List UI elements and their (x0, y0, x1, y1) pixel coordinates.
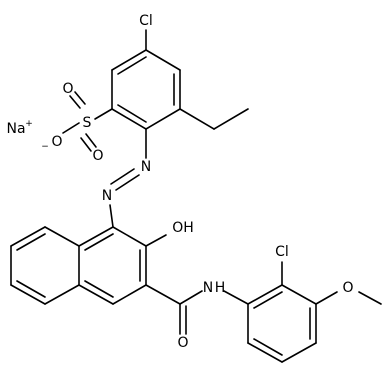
bond (253, 291, 283, 309)
bond (179, 108, 215, 130)
bond (213, 108, 249, 130)
bond (94, 108, 113, 120)
bond (247, 342, 283, 363)
bond (281, 342, 317, 363)
label-n-azo-1: N (141, 159, 151, 175)
bond (315, 291, 338, 305)
label-nh-amide-h: H (215, 280, 226, 296)
bond (78, 226, 114, 247)
bond (145, 284, 181, 305)
bond (111, 49, 147, 71)
bond (358, 291, 382, 305)
label-counterion: Na (6, 121, 25, 137)
bond (84, 280, 114, 298)
bond (112, 226, 147, 247)
label-cl-top: Cl (139, 13, 153, 29)
label-counterion-charge: + (25, 119, 33, 129)
bond (109, 204, 114, 228)
bond (115, 174, 140, 191)
bond (112, 284, 147, 305)
bond (247, 284, 283, 305)
bond (84, 233, 114, 251)
label-hydroxyl: OH (172, 220, 194, 236)
label-n-azo-2: N (102, 188, 112, 204)
label-o-sulfonate-upper: O (62, 81, 73, 97)
bond (85, 133, 97, 148)
bond (179, 290, 203, 305)
label-cl-anilide: Cl (275, 244, 289, 260)
bond (111, 108, 147, 130)
bond (10, 226, 46, 247)
bond (74, 91, 86, 105)
bond (69, 95, 81, 109)
atom-labels: Cl O S O − O Na + N N OH Cl O N H O (6, 13, 353, 351)
bond (117, 104, 147, 123)
bond (16, 280, 46, 298)
bond (117, 56, 147, 75)
bond (253, 338, 283, 356)
bond (16, 233, 46, 251)
label-o-methoxy: O (342, 280, 353, 296)
bond (145, 234, 167, 247)
bond (110, 168, 135, 185)
bond (281, 284, 317, 305)
bond (145, 49, 181, 71)
bond (44, 284, 80, 305)
bond (145, 108, 181, 130)
label-o-carbonyl: O (177, 335, 188, 351)
bond (78, 284, 114, 305)
bond (223, 290, 249, 305)
label-o-sulfonate-lower: O (92, 148, 103, 164)
label-minus-sign: − (41, 142, 49, 152)
label-nh-amide-n: N (203, 280, 213, 296)
bonds (10, 29, 382, 363)
label-s-sulfonate: S (83, 115, 92, 131)
bond (44, 226, 80, 247)
bond (62, 122, 80, 134)
bond (80, 137, 92, 152)
label-o-sulfonate-minus: O (51, 134, 62, 150)
bond (10, 284, 46, 305)
